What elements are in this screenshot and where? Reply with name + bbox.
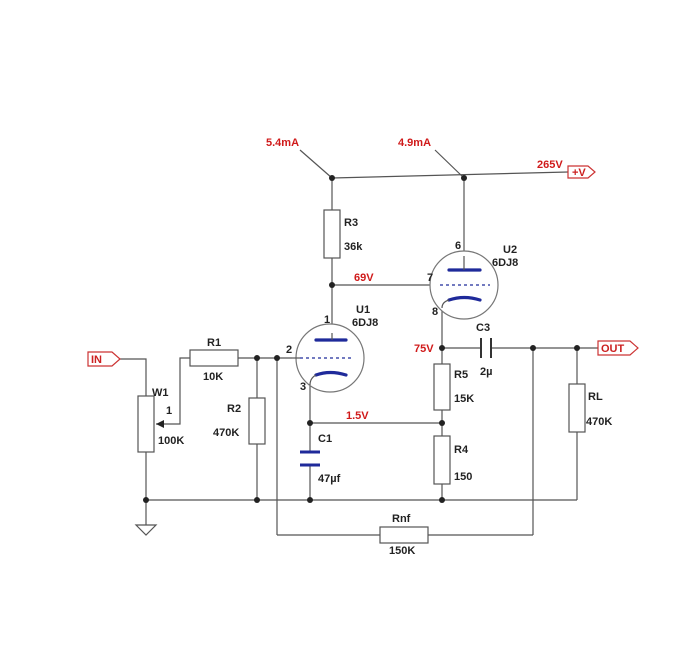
current-arrow-u2: [434, 149, 465, 179]
u1-pin-plate: 1: [324, 314, 330, 326]
u2-pin-cathode: 8: [432, 306, 438, 318]
port-in: IN: [87, 351, 121, 367]
port-supply-label: +V: [572, 167, 586, 179]
rnf-value: 150K: [389, 545, 415, 557]
w1-pin: 1: [166, 405, 172, 417]
port-in-label: IN: [91, 354, 102, 366]
rl-value: 470K: [586, 416, 612, 428]
r3-value: 36k: [344, 241, 363, 253]
r3-name: R3: [344, 217, 358, 229]
tube-u1: [292, 323, 365, 393]
resistor-r2: [248, 397, 266, 445]
r5-name: R5: [454, 369, 468, 381]
tube-u2: [429, 250, 499, 320]
c3-value: 2µ: [480, 366, 492, 378]
capacitor-c3: [480, 338, 492, 358]
current-arrow-u1: [299, 149, 333, 179]
potentiometer-w1: [137, 395, 155, 453]
c1-value: 47µf: [318, 473, 341, 485]
port-out-label: OUT: [601, 343, 625, 355]
u1-name: U1: [356, 304, 370, 316]
u2-pin-grid: 7: [427, 272, 433, 284]
resistor-rnf: [379, 526, 429, 544]
w1-name: W1: [152, 387, 169, 399]
ground-icon: [134, 524, 158, 536]
wires: [120, 149, 598, 536]
current-u2-label: 4.9mA: [398, 137, 431, 149]
r1-value: 10K: [203, 371, 223, 383]
u2-pin-plate: 6: [455, 240, 461, 252]
r1-name: R1: [207, 337, 221, 349]
junction-dots: [143, 175, 580, 503]
c3-name: C3: [476, 322, 490, 334]
resistor-r4: [433, 435, 451, 485]
r2-value: 470K: [213, 427, 239, 439]
resistor-rl: [568, 383, 586, 433]
u1-pin-grid: 2: [286, 344, 292, 356]
rnf-name: Rnf: [392, 513, 411, 525]
supply-rail: [331, 171, 569, 179]
r2-name: R2: [227, 403, 241, 415]
u1-pin-cathode: 3: [300, 381, 306, 393]
port-out: OUT: [597, 340, 639, 356]
resistor-r1: [189, 349, 239, 367]
r4-name: R4: [454, 444, 469, 456]
c1-name: C1: [318, 433, 332, 445]
voltage-69v-label: 69V: [354, 272, 374, 284]
rl-name: RL: [588, 391, 603, 403]
u2-name: U2: [503, 244, 517, 256]
voltage-75v-label: 75V: [414, 343, 434, 355]
supply-voltage-label: 265V: [537, 159, 563, 171]
u1-type: 6DJ8: [352, 317, 378, 329]
r4-value: 150: [454, 471, 472, 483]
wiper-arrow-icon: [156, 420, 164, 428]
current-u1-label: 5.4mA: [266, 137, 299, 149]
resistor-r5: [433, 363, 451, 411]
u2-type: 6DJ8: [492, 257, 518, 269]
w1-value: 100K: [158, 435, 184, 447]
port-supply: +V: [567, 165, 596, 179]
resistor-r3: [323, 209, 341, 259]
r5-value: 15K: [454, 393, 474, 405]
voltage-1-5v-label: 1.5V: [346, 410, 369, 422]
capacitor-c1: [300, 450, 320, 467]
